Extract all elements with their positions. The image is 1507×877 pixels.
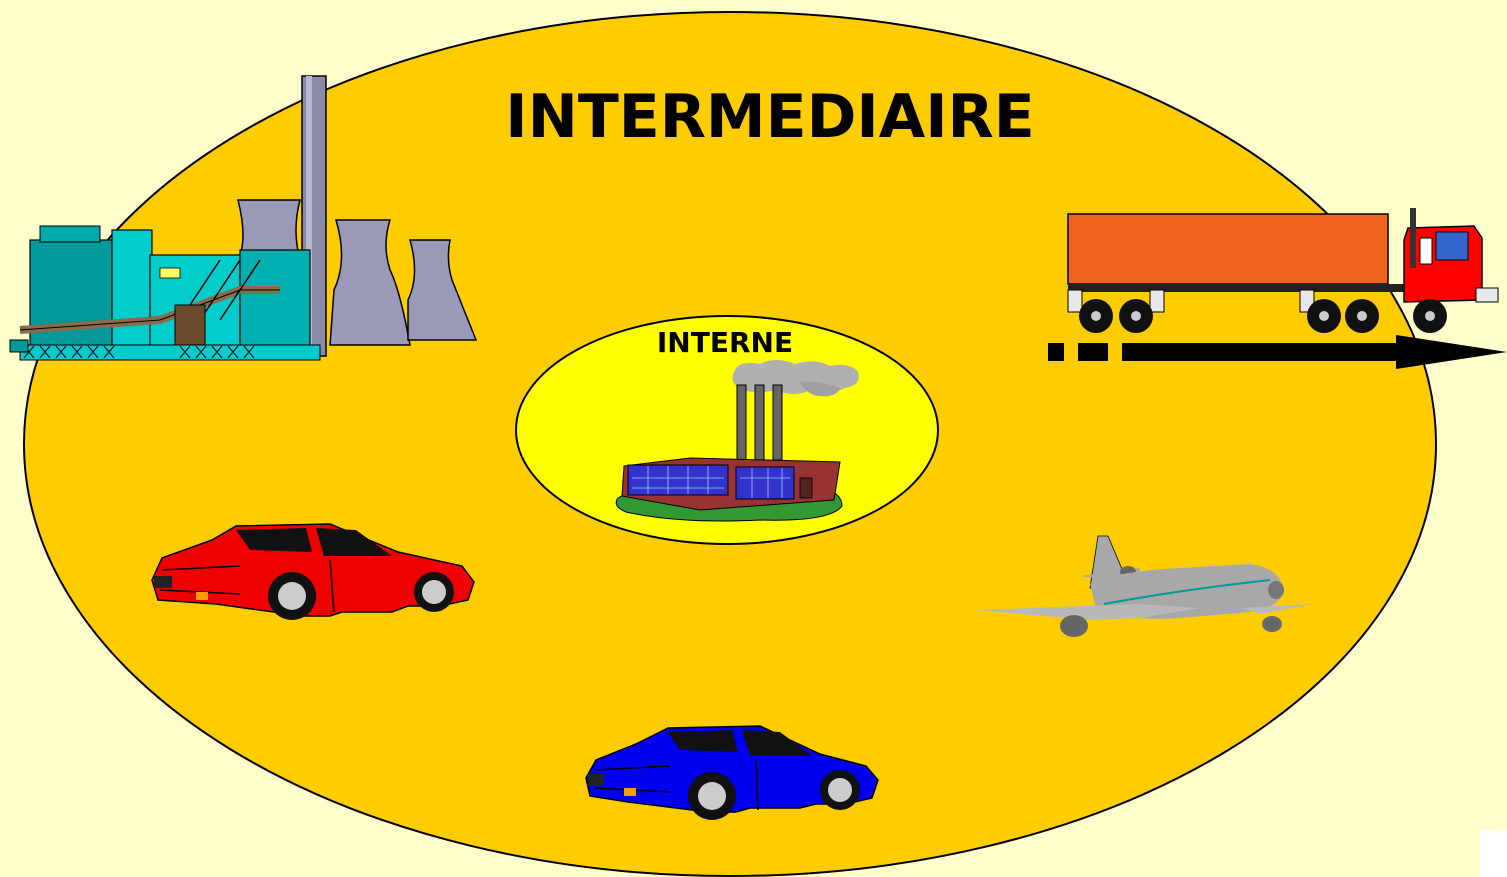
red-car-icon bbox=[151, 523, 475, 620]
truck-icon bbox=[1067, 208, 1499, 333]
blue-car-icon bbox=[585, 725, 879, 820]
corner-patch bbox=[1480, 830, 1507, 877]
inner-zone-label: INTERNE bbox=[656, 326, 794, 359]
arrow-icon bbox=[1048, 335, 1507, 369]
power-plant-icon bbox=[9, 75, 478, 361]
factory-icon bbox=[615, 360, 859, 522]
outer-zone-label: INTERMEDIAIRE bbox=[505, 82, 1035, 152]
airplane-icon bbox=[976, 535, 1314, 637]
